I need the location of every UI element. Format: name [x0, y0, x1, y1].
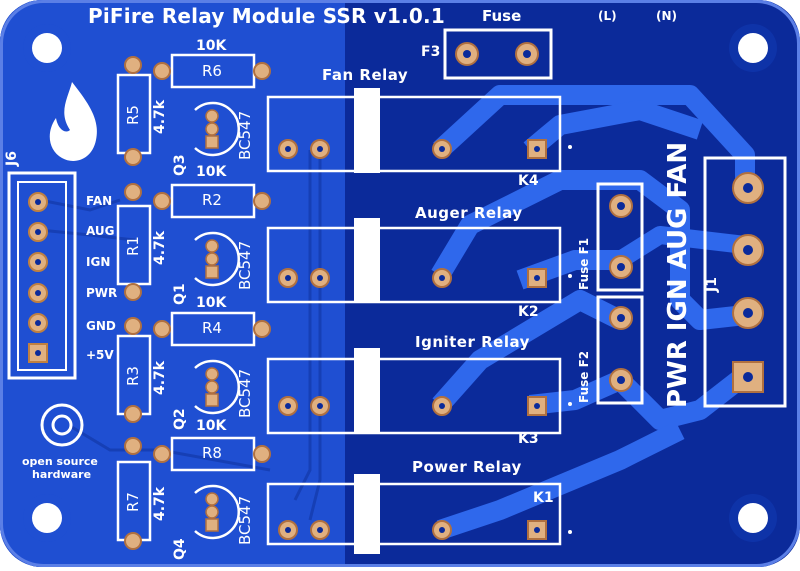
f3-label: F3	[421, 44, 441, 60]
terminal-labels: PWR IGN AUG FAN	[663, 141, 693, 408]
q4-part: BC547	[236, 495, 254, 545]
fuse-holders	[596, 182, 644, 405]
r7-name: R7	[124, 492, 142, 512]
q2-part: BC547	[236, 368, 254, 418]
mounting-holes	[23, 24, 777, 542]
v-resistors	[116, 56, 152, 550]
k3-label: K3	[518, 431, 539, 447]
r2-name: R2	[202, 191, 222, 209]
pin-gnd-label: GND	[86, 319, 116, 333]
fan-relay-label: Fan Relay	[322, 66, 409, 84]
r8-value: 10K	[196, 418, 227, 434]
pin-aug-label: AUG	[86, 224, 115, 238]
pin-5v-label: +5V	[86, 348, 114, 362]
q2-name: Q2	[172, 408, 188, 430]
fuse-f1-label: Fuse F1	[577, 237, 591, 290]
auger-relay-label: Auger Relay	[415, 204, 523, 222]
pin-pwr-label: PWR	[86, 286, 118, 300]
fuse-top-label: Fuse	[482, 7, 522, 25]
oshw-gear-icon	[40, 403, 84, 447]
k2-label: K2	[518, 304, 539, 320]
j6-label: J6	[4, 151, 20, 166]
pin-fan-label: FAN	[86, 194, 113, 208]
h-resistors	[153, 53, 271, 472]
j1-terminal-block	[703, 156, 787, 408]
relays	[266, 95, 562, 546]
r5-value: 4.7k	[152, 99, 168, 134]
r8-name: R8	[202, 444, 222, 462]
r3-name: R3	[124, 366, 142, 386]
r7-value: 4.7k	[152, 486, 168, 521]
board-title: PiFire Relay Module SSR v1.0.1	[88, 4, 445, 28]
q4-name: Q4	[172, 538, 188, 560]
q3-name: Q3	[172, 154, 188, 176]
igniter-relay-label: Igniter Relay	[415, 333, 530, 351]
r1-name: R1	[124, 236, 142, 256]
q3-part: BC547	[236, 110, 254, 160]
k4-label: K4	[518, 173, 539, 189]
r4-value: 10K	[196, 295, 227, 311]
oshw-text-2: hardware	[32, 468, 92, 481]
j1-label: J1	[704, 277, 720, 292]
line-l-label: (L)	[598, 9, 617, 23]
r6-value: 10K	[196, 38, 227, 54]
r1-value: 4.7k	[152, 230, 168, 265]
r4-name: R4	[202, 319, 222, 337]
line-n-label: (N)	[656, 9, 678, 23]
r3-value: 4.7k	[152, 360, 168, 395]
k1-label: K1	[533, 490, 554, 506]
pin-ign-label: IGN	[86, 255, 111, 269]
q1-part: BC547	[236, 240, 254, 290]
j6-connector	[7, 171, 77, 380]
relay-labels-blocks	[354, 88, 380, 554]
power-relay-label: Power Relay	[412, 458, 522, 476]
relay-pads	[278, 139, 572, 540]
r5-name: R5	[124, 105, 142, 125]
q1-name: Q1	[172, 283, 188, 305]
transistors	[194, 101, 240, 540]
oshw-text-1: open source	[22, 455, 98, 468]
fuse-f2-label: Fuse F2	[577, 350, 591, 403]
flame-logo	[49, 82, 97, 161]
r6-name: R6	[202, 62, 222, 80]
r2-value: 10K	[196, 164, 227, 180]
f3-fuse-holder	[443, 28, 553, 80]
